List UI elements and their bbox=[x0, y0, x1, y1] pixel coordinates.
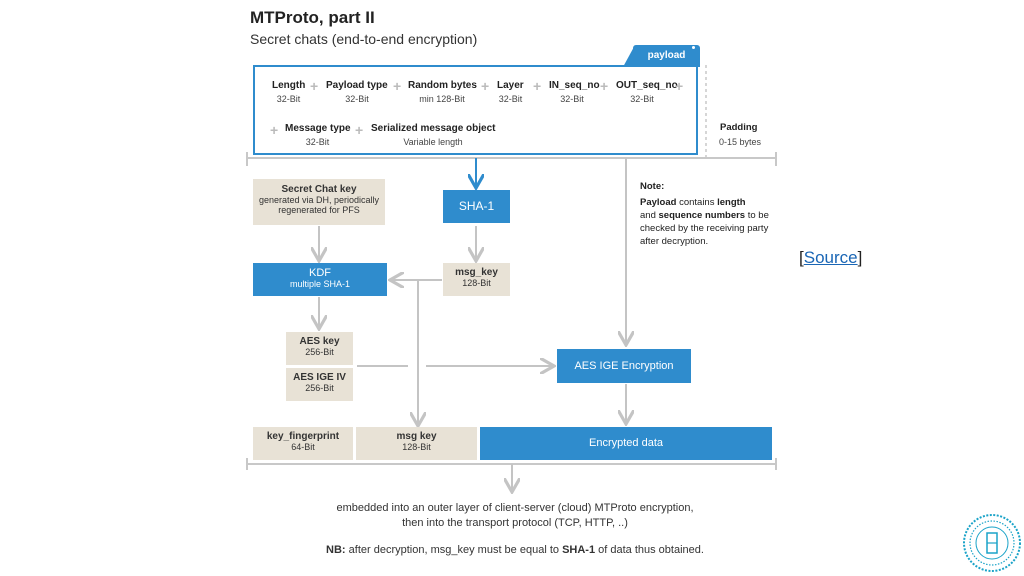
field-layer-size: 32-Bit bbox=[498, 94, 523, 104]
university-seal-logo bbox=[963, 514, 1021, 572]
field-layer-name: Layer bbox=[497, 80, 524, 91]
plus-icon: + bbox=[310, 78, 319, 94]
secret-chat-key-sub2: regenerated for PFS bbox=[278, 205, 360, 215]
payload-tab: payload bbox=[633, 45, 700, 67]
sha1-box: SHA-1 bbox=[443, 190, 510, 223]
plus-icon: + bbox=[600, 78, 609, 94]
padding-size: 0-15 bytes bbox=[719, 137, 762, 147]
note-line1: Payload contains length bbox=[640, 197, 746, 208]
source-link[interactable]: Source bbox=[803, 248, 858, 267]
msg-key-bottom-sub: 128-Bit bbox=[402, 442, 431, 452]
field-message-type-size: 32-Bit bbox=[305, 137, 330, 147]
aes-key-sub: 256-Bit bbox=[305, 347, 334, 357]
secret-chat-key-sub1: generated via DH, periodically bbox=[258, 195, 380, 205]
payload-tab-notch bbox=[623, 45, 635, 67]
aes-iv-title: AES IGE IV bbox=[293, 372, 346, 383]
plus-icon: + bbox=[355, 122, 364, 138]
aes-key-box: AES key 256-Bit bbox=[286, 332, 353, 365]
footer-line2: then into the transport protocol (TCP, H… bbox=[402, 517, 628, 529]
field-length-size: 32-Bit bbox=[276, 94, 301, 104]
field-message-type-name: Message type bbox=[285, 123, 351, 134]
footer-nb-line: NB: after decryption, msg_key must be eq… bbox=[326, 544, 704, 556]
secret-chat-key-title: Secret Chat key bbox=[281, 184, 357, 195]
msg-key-top-box: msg_key 128-Bit bbox=[443, 263, 510, 296]
field-random-bytes-size: min 128-Bit bbox=[419, 94, 465, 104]
field-random-bytes-name: Random bytes bbox=[408, 80, 477, 91]
note-line4: after decryption. bbox=[640, 236, 709, 247]
aes-iv-sub: 256-Bit bbox=[305, 383, 334, 393]
field-out-seq-no-size: 32-Bit bbox=[630, 94, 654, 104]
field-in-seq-no-name: IN_seq_no bbox=[549, 80, 600, 91]
kdf-sub: multiple SHA-1 bbox=[289, 279, 351, 289]
payload-tab-dot bbox=[692, 46, 695, 49]
key-fingerprint-title: key_fingerprint bbox=[266, 431, 340, 442]
msg-key-top-sub: 128-Bit bbox=[462, 278, 491, 288]
msg-key-bottom-box: msg key 128-Bit bbox=[356, 427, 477, 460]
payload-box bbox=[253, 65, 698, 155]
field-in-seq-no-size: 32-Bit bbox=[560, 94, 584, 104]
page-subtitle: Secret chats (end-to-end encryption) bbox=[250, 31, 478, 47]
kdf-box: KDF multiple SHA-1 bbox=[253, 263, 387, 296]
field-payload-type-name: Payload type bbox=[326, 80, 388, 91]
key-fingerprint-box: key_fingerprint 64-Bit bbox=[253, 427, 353, 460]
plus-icon: + bbox=[270, 122, 279, 138]
note-line2: and sequence numbers to be bbox=[640, 210, 769, 221]
kdf-title: KDF bbox=[309, 267, 331, 279]
note-block: Note: Payload contains length and sequen… bbox=[640, 180, 790, 248]
field-serialized-object-size: Variable length bbox=[403, 137, 463, 147]
source-link-wrapper: [Source] bbox=[799, 248, 863, 267]
note-line3: checked by the receiving party bbox=[640, 223, 769, 234]
msg-key-bottom-title: msg key bbox=[396, 431, 437, 442]
plus-icon: + bbox=[481, 78, 490, 94]
plus-icon: + bbox=[675, 78, 684, 94]
padding-label: Padding bbox=[720, 122, 758, 133]
field-length-name: Length bbox=[272, 80, 306, 91]
encrypted-data-box: Encrypted data bbox=[480, 427, 772, 460]
plus-icon: + bbox=[533, 78, 542, 94]
msg-key-top-title: msg_key bbox=[455, 267, 498, 278]
footer-line1: embedded into an outer layer of client-s… bbox=[336, 502, 694, 514]
secret-chat-key-box: Secret Chat key generated via DH, period… bbox=[253, 179, 385, 225]
aes-encryption-box: AES IGE Encryption bbox=[557, 349, 691, 383]
aes-iv-box: AES IGE IV 256-Bit bbox=[286, 368, 353, 401]
note-title: Note: bbox=[640, 181, 665, 192]
page-title: MTProto, part II bbox=[250, 8, 375, 27]
aes-key-title: AES key bbox=[299, 336, 340, 347]
field-serialized-object-name: Serialized message object bbox=[371, 123, 496, 134]
plus-icon: + bbox=[393, 78, 402, 94]
key-fingerprint-sub: 64-Bit bbox=[291, 442, 315, 452]
field-payload-type-size: 32-Bit bbox=[345, 94, 369, 104]
field-out-seq-no-name: OUT_seq_no bbox=[616, 80, 678, 91]
